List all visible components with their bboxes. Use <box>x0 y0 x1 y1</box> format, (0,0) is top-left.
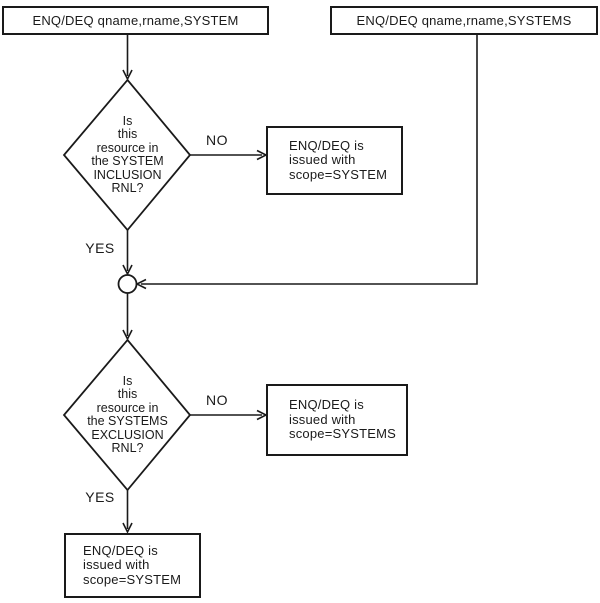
entry-box-systems <box>330 6 598 35</box>
junction-circle <box>117 274 138 294</box>
entry-box-system <box>2 6 269 35</box>
entry-box-system-label: ENQ/DEQ qname,rname,SYSTEM <box>32 12 239 28</box>
result-inclusion-no-label: ENQ/DEQ is issued with scope=SYSTEM <box>289 137 388 182</box>
result-box-exclusion-no <box>266 384 408 456</box>
arrowhead-down-final <box>122 522 133 534</box>
edge-label-exclusion-yes: YES <box>85 489 115 505</box>
edge-label-exclusion-no: NO <box>206 392 228 408</box>
decision-exclusion-label: Is this resource in the SYSTEMS EXCLUSIO… <box>87 373 168 455</box>
edge-label-inclusion-yes: YES <box>85 240 115 256</box>
flow-line-systems-to-junction <box>141 34 478 285</box>
result-exclusion-no-label: ENQ/DEQ is issued with scope=SYSTEMS <box>289 397 397 442</box>
decision-inclusion-label: Is this resource in the SYSTEM INCLUSION… <box>91 113 164 195</box>
arrowhead-down-junction <box>122 264 133 276</box>
result-box-exclusion-yes <box>64 533 201 598</box>
edge-label-inclusion-no: NO <box>206 132 228 148</box>
entry-box-systems-label: ENQ/DEQ qname,rname,SYSTEMS <box>356 12 572 28</box>
result-exclusion-yes-label: ENQ/DEQ is issued with scope=SYSTEM <box>83 542 182 587</box>
result-box-inclusion-no <box>266 126 403 195</box>
